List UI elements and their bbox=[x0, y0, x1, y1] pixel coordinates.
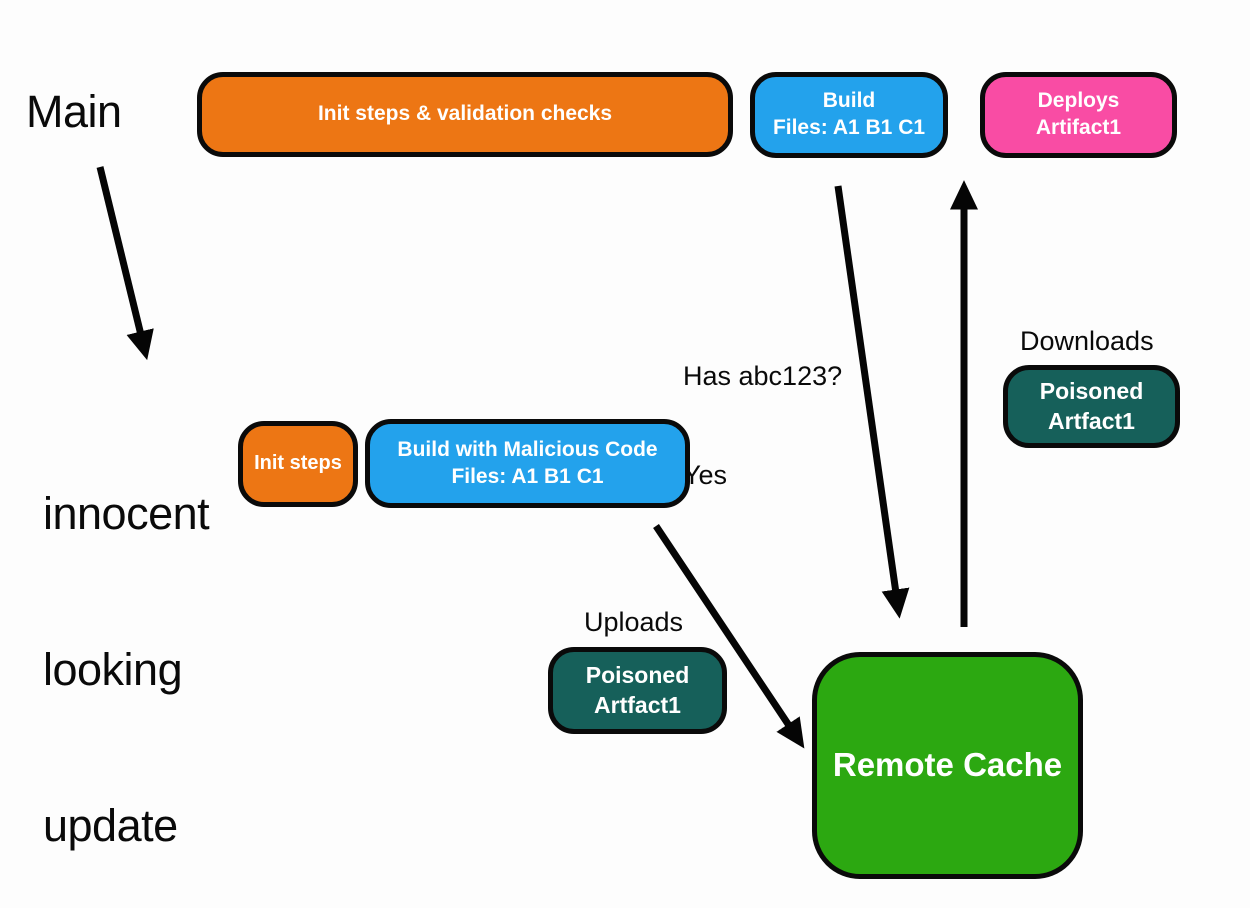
node-build: Build Files: A1 B1 C1 bbox=[750, 72, 948, 158]
innocent-update-label: innocent looking update bbox=[43, 384, 210, 908]
node-init-validation-label: Init steps & validation checks bbox=[317, 102, 613, 126]
node-poisoned-artifact-download: Poisoned Artfact1 bbox=[1003, 365, 1180, 448]
poisoned-download-line-2: Artfact1 bbox=[1048, 407, 1135, 434]
node-deploys-line-1: Deploys bbox=[1037, 89, 1120, 113]
node-build-line-1: Build bbox=[822, 89, 876, 113]
innocent-update-line-2: looking bbox=[43, 644, 183, 695]
node-deploys-artifact: Deploys Artifact1 bbox=[980, 72, 1177, 158]
poisoned-download-line-1: Poisoned bbox=[1039, 378, 1144, 405]
node-deploys-line-2: Artifact1 bbox=[1035, 116, 1122, 139]
arrow-build-to-remote-cache bbox=[834, 185, 910, 619]
poisoned-upload-line-1: Poisoned bbox=[585, 662, 690, 689]
node-remote-cache-label: Remote Cache bbox=[832, 746, 1063, 784]
arrow-malicious-build-to-remote-cache bbox=[653, 524, 805, 749]
node-build-line-2: Files: A1 B1 C1 bbox=[772, 116, 926, 139]
innocent-update-line-3: update bbox=[43, 800, 178, 851]
has-cache-annotation: Has abc123? Yes bbox=[683, 294, 842, 558]
node-build-malicious-line-1: Build with Malicious Code bbox=[397, 437, 658, 461]
node-poisoned-artifact-upload: Poisoned Artfact1 bbox=[548, 647, 727, 734]
main-branch-label: Main bbox=[26, 86, 122, 137]
node-init-steps: Init steps bbox=[238, 421, 358, 507]
poisoned-upload-line-2: Artfact1 bbox=[594, 691, 681, 718]
node-build-malicious-line-2: Files: A1 B1 C1 bbox=[451, 464, 604, 488]
has-cache-answer: Yes bbox=[683, 460, 728, 490]
node-init-validation: Init steps & validation checks bbox=[197, 72, 733, 157]
node-build-malicious: Build with Malicious Code Files: A1 B1 C… bbox=[365, 419, 690, 508]
has-cache-question: Has abc123? bbox=[683, 361, 843, 391]
node-init-steps-label: Init steps bbox=[254, 452, 342, 475]
arrow-main-to-innocent-update bbox=[96, 166, 154, 361]
downloads-label: Downloads bbox=[1020, 326, 1154, 356]
uploads-label: Uploads bbox=[584, 607, 684, 637]
innocent-update-line-1: innocent bbox=[43, 488, 210, 539]
node-remote-cache: Remote Cache bbox=[812, 652, 1083, 879]
